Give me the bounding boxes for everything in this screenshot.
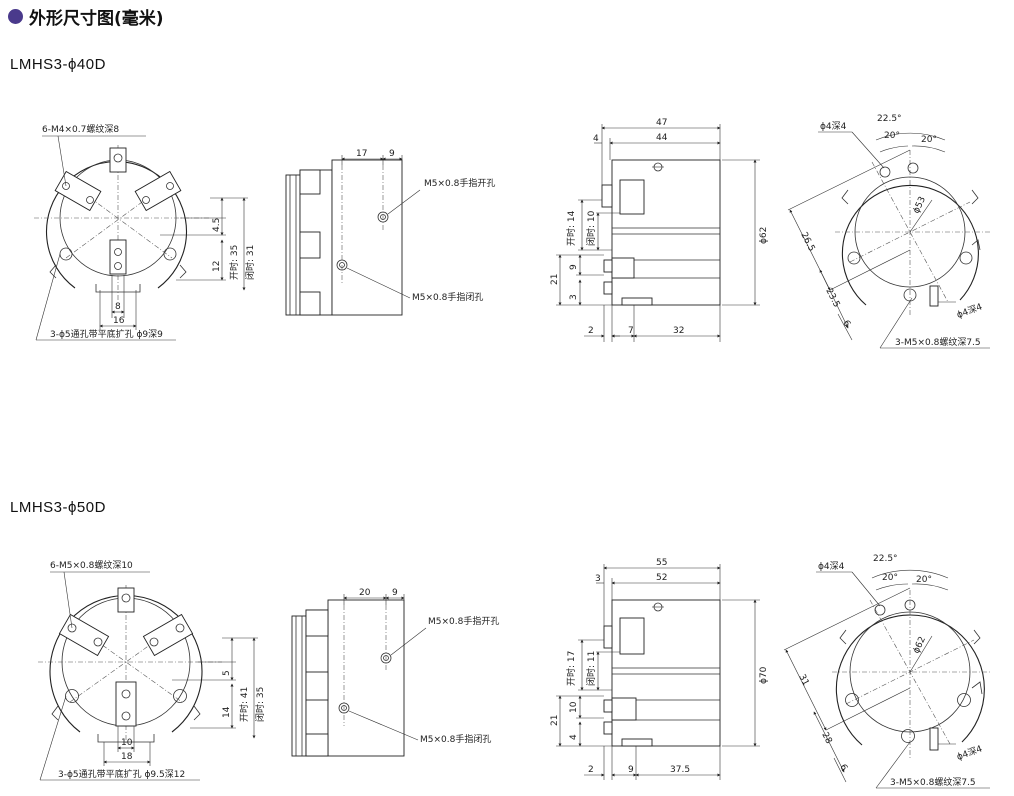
dim-rear-265-50: 31 — [796, 673, 810, 688]
dim-top-2: 2 — [588, 326, 594, 336]
top-view-50: 55 52 3 ϕ70 开时: 17 闭时: 11 21 10 4 2 9 — [550, 558, 769, 780]
dim-top-7-50: 9 — [628, 765, 634, 775]
close-label-front: 闭时: 31 — [244, 245, 256, 280]
dim-side-17: 17 — [356, 149, 367, 159]
front-view-50: 5 14 开时: 41 闭时: 35 10 18 6-M5×0.8螺纹深10 3… — [38, 559, 266, 781]
dim-side-9-50: 9 — [392, 588, 398, 598]
angle-20a-50: 20° — [882, 573, 898, 583]
dim-top-7: 7 — [628, 326, 634, 336]
dia-top: ϕ62 — [759, 227, 769, 244]
dim-rear-6: 6 — [840, 319, 852, 329]
dim-front-8-50: 10 — [121, 738, 133, 748]
dim-top-2-50: 2 — [588, 765, 594, 775]
dim-front-8: 8 — [115, 302, 121, 312]
close-label-top-50: 闭时: 11 — [585, 651, 597, 686]
rear-view-50: ϕ62 22.5° 20° 20° ϕ4深4 31 28 6 ϕ4深4 3-M5… — [783, 554, 992, 789]
dim-top-3: 3 — [569, 294, 579, 300]
page-title: 外形尺寸图(毫米) — [29, 8, 164, 29]
dim-top-44: 44 — [656, 133, 668, 143]
dim-top-3-50: 4 — [569, 734, 579, 740]
dia-top-50: ϕ70 — [759, 666, 769, 684]
model-title-50: LMHS3-ϕ50D — [10, 499, 106, 516]
dim-rear-235-50: 28 — [819, 731, 833, 746]
angle-225-50: 22.5° — [873, 554, 898, 564]
rear-deep-hole-50: ϕ4深4 — [818, 561, 845, 572]
dim-top-47: 47 — [656, 118, 667, 128]
open-hole-label-50: M5×0.8手指开孔 — [428, 615, 499, 627]
dim-front-45-50: 5 — [222, 670, 232, 676]
side-view-50: 20 9 M5×0.8手指开孔 M5×0.8手指闭孔 — [291, 588, 499, 757]
dim-top-47-50: 55 — [656, 558, 667, 568]
dim-top-44-50: 52 — [656, 573, 667, 583]
dim-top-32-50: 37.5 — [670, 765, 690, 775]
dim-top-9-50: 10 — [569, 701, 579, 713]
dim-top-4-50: 3 — [595, 574, 601, 584]
open-hole-label: M5×0.8手指开孔 — [424, 177, 495, 189]
rear-thread-50: 3-M5×0.8螺纹深7.5 — [890, 776, 976, 788]
dim-front-16-50: 18 — [121, 752, 133, 762]
dim-top-4: 4 — [593, 134, 599, 144]
open-label-front-50: 开时: 41 — [238, 687, 250, 722]
top-view-40: 47 44 4 ϕ62 开时: 14 闭时: 10 21 9 3 2 — [550, 118, 769, 342]
angle-20b-50: 20° — [916, 575, 932, 585]
open-label-top-50: 开时: 17 — [565, 651, 577, 686]
dim-front-45: 4.5 — [212, 218, 222, 232]
dim-front-12-50: 14 — [222, 706, 232, 718]
bullet-icon — [8, 8, 23, 24]
hole-label-front: 3-ϕ5通孔带平底扩孔 ϕ9深9 — [50, 328, 163, 340]
dim-top-21-50: 21 — [550, 715, 560, 726]
model-title-40: LMHS3-ϕ40D — [10, 56, 106, 73]
dim-front-16: 16 — [113, 316, 125, 326]
open-label-front: 开时: 35 — [228, 245, 240, 280]
dim-rear-6-50: 6 — [837, 763, 849, 773]
front-view-40: 4.5 12 开时: 35 闭时: 31 8 16 6-M4×0.7螺纹深8 3… — [34, 123, 256, 341]
dim-side-17-50: 20 — [359, 588, 371, 598]
section-header: 外形尺寸图(毫米) — [8, 4, 164, 29]
close-label-front-50: 闭时: 35 — [254, 687, 266, 722]
angle-225: 22.5° — [877, 114, 902, 124]
side-view-40: 17 9 M5×0.8手指开孔 M5×0.8手指闭孔 — [285, 149, 495, 316]
open-label-top: 开时: 14 — [565, 210, 577, 246]
angle-20a: 20° — [884, 131, 900, 141]
dia-rear-50: ϕ62 — [912, 635, 928, 655]
close-hole-label: M5×0.8手指闭孔 — [412, 291, 483, 303]
dim-top-21: 21 — [550, 274, 560, 285]
angle-20b: 20° — [921, 135, 937, 145]
dim-top-32: 32 — [673, 326, 684, 336]
close-label-top: 闭时: 10 — [585, 210, 597, 246]
hole-label-front-50: 3-ϕ5通孔带平底扩孔 ϕ9.5深12 — [58, 768, 185, 780]
dim-side-9: 9 — [389, 149, 395, 159]
thread-label-front: 6-M4×0.7螺纹深8 — [42, 123, 119, 135]
rear-hole-right-50: ϕ4深4 — [955, 743, 984, 762]
dim-front-12: 12 — [212, 261, 222, 272]
rear-deep-hole: ϕ4深4 — [820, 121, 847, 132]
close-hole-label-50: M5×0.8手指闭孔 — [420, 733, 491, 745]
thread-label-front-50: 6-M5×0.8螺纹深10 — [50, 559, 133, 571]
dim-top-9: 9 — [569, 264, 579, 270]
rear-thread: 3-M5×0.8螺纹深7.5 — [895, 336, 981, 348]
